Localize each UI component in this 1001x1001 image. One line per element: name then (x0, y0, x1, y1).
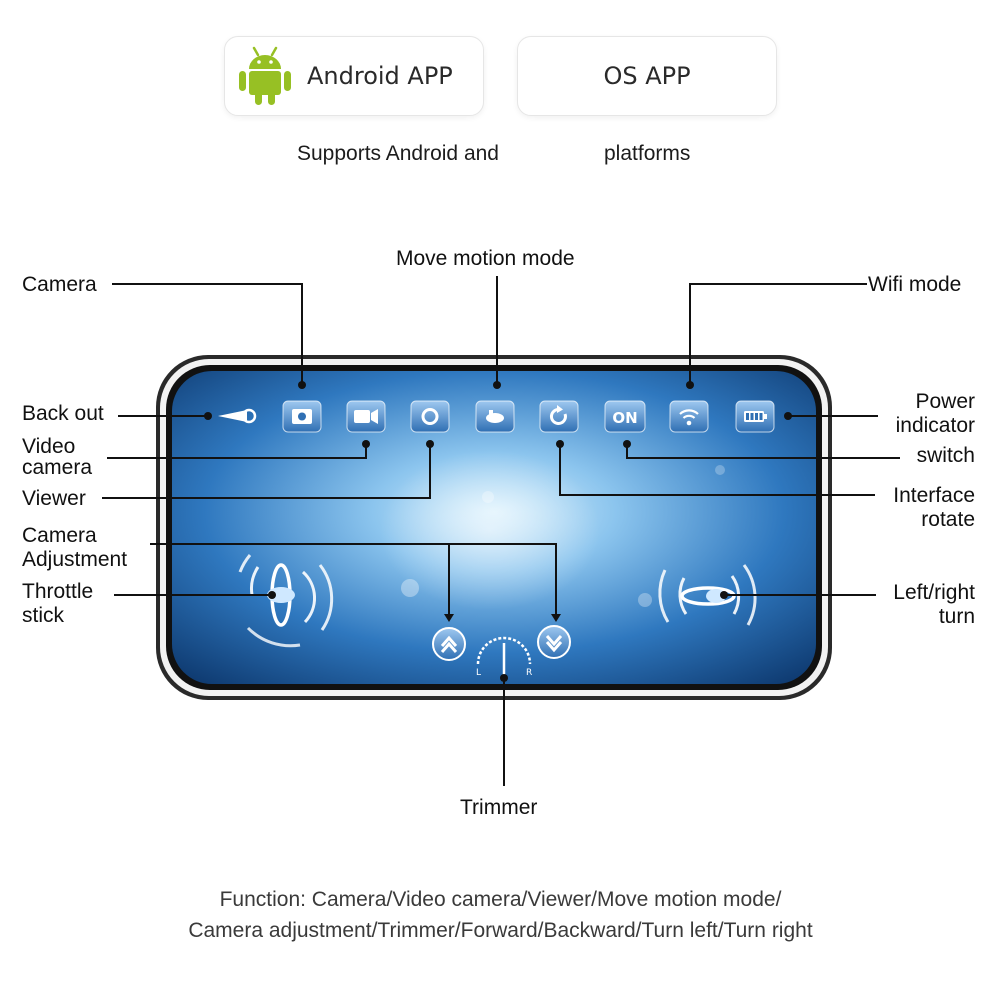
label-video-camera-line2: camera (22, 456, 93, 479)
on-button-label: ON (612, 409, 637, 427)
label-power-indicator-line2: indicator (895, 414, 975, 437)
wifi-mode-button[interactable] (669, 400, 709, 433)
android-app-label: Android APP (307, 62, 453, 90)
interface-rotate-button[interactable] (539, 400, 579, 433)
label-switch: switch (916, 444, 975, 467)
label-interface-rotate-line2: rotate (921, 508, 975, 531)
video-camera-callout (107, 444, 367, 459)
callout-lines (102, 276, 900, 786)
camera-callout (112, 283, 303, 383)
footer-function-line1: Function: Camera/Video camera/Viewer/Mov… (219, 888, 782, 911)
label-throttle-stick-line2: stick (22, 604, 64, 627)
label-camera-adjustment-line2: Adjustment (22, 548, 128, 571)
viewer-button[interactable] (410, 400, 450, 433)
throttle-stick[interactable] (238, 554, 334, 648)
label-wifi-mode: Wifi mode (868, 273, 962, 296)
label-video-camera-line1: Video (22, 435, 76, 458)
back-out-icon[interactable] (218, 408, 257, 424)
label-left-right-turn-line2: turn (938, 605, 975, 628)
label-viewer: Viewer (22, 487, 86, 510)
android-icon (237, 45, 293, 107)
trimmer-right-label: R (526, 668, 532, 678)
label-camera-adjustment-line1: Camera (22, 524, 97, 547)
label-interface-rotate-line1: Interface (893, 484, 975, 507)
label-throttle-stick-line1: Throttle (22, 580, 94, 603)
forward-button[interactable] (432, 627, 466, 661)
wifi-mode-callout (689, 283, 867, 383)
switch-button[interactable]: ON (604, 400, 646, 433)
label-trimmer: Trimmer (460, 796, 538, 819)
label-camera: Camera (22, 273, 97, 296)
label-move-motion-mode: Move motion mode (396, 247, 575, 270)
support-text-right: platforms (604, 142, 691, 165)
android-app-card[interactable]: Android APP (224, 36, 484, 116)
interface-rotate-callout (559, 444, 875, 496)
switch-callout (626, 444, 900, 459)
support-text-left: Supports Android and (297, 142, 499, 165)
video-camera-button[interactable] (346, 400, 386, 433)
trimmer-left-label: L (476, 668, 481, 678)
label-power-indicator-line1: Power (915, 390, 975, 413)
label-back-out: Back out (22, 402, 104, 425)
callout-dots (204, 381, 792, 682)
camera-button[interactable] (282, 400, 322, 433)
viewer-callout (102, 444, 431, 499)
backward-button[interactable] (537, 625, 571, 659)
ios-app-label: OS APP (603, 62, 691, 90)
camera-adjustment-callout (150, 543, 557, 620)
ios-app-card[interactable]: OS APP (517, 36, 777, 116)
footer-function-line2: Camera adjustment/Trimmer/Forward/Backwa… (188, 919, 813, 942)
power-indicator (735, 400, 775, 433)
move-motion-mode-button[interactable] (475, 400, 515, 433)
label-left-right-turn-line1: Left/right (893, 581, 975, 604)
